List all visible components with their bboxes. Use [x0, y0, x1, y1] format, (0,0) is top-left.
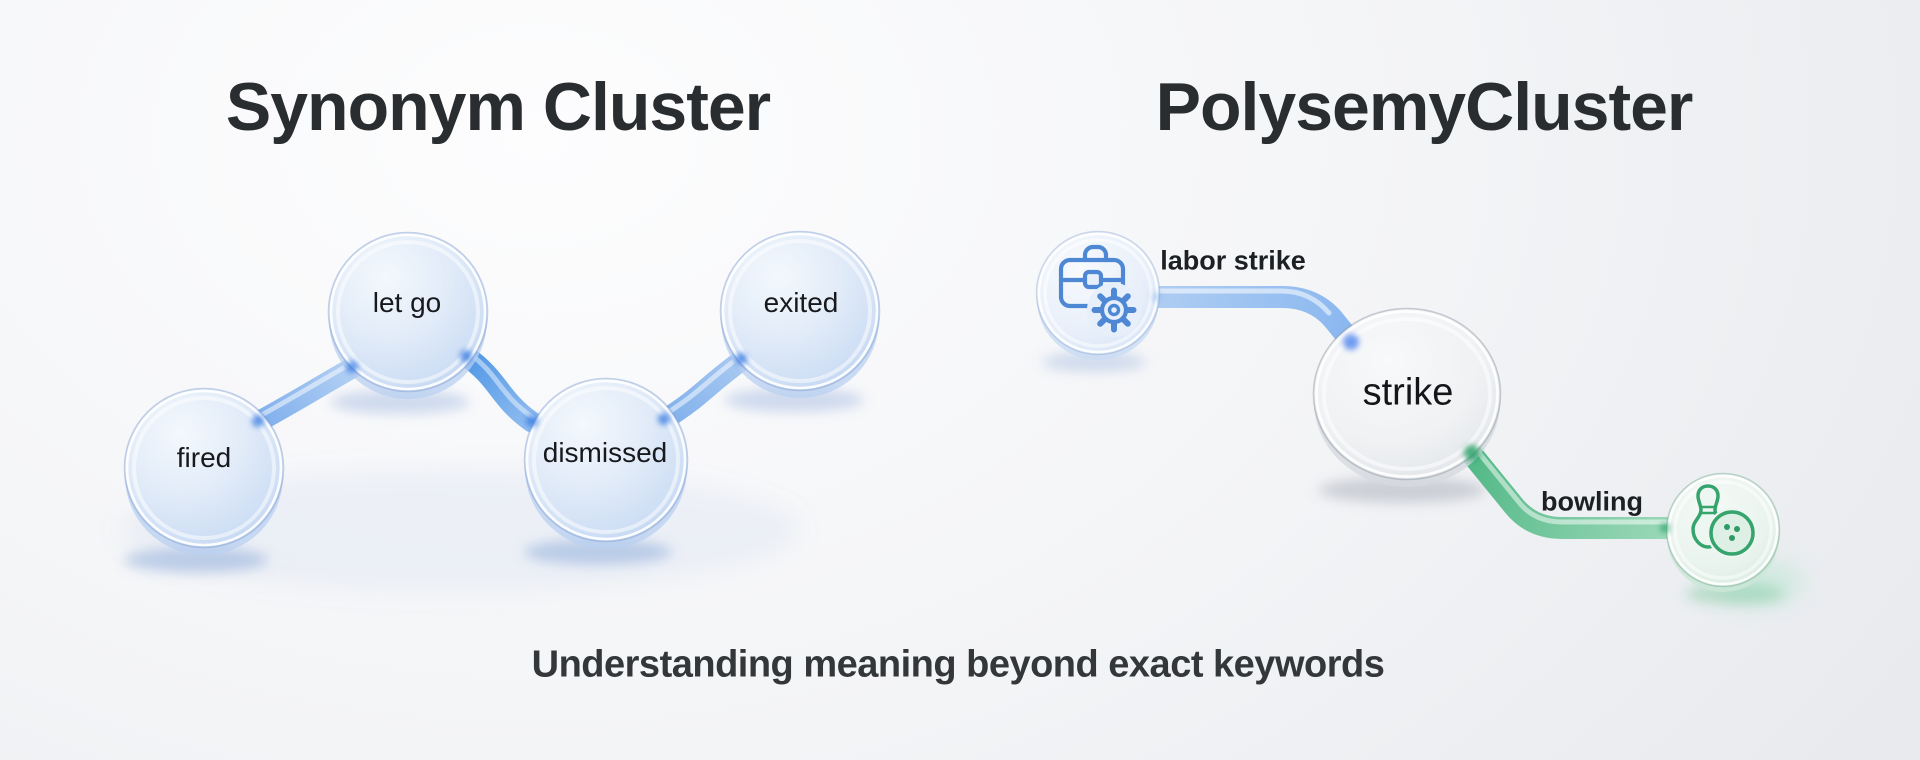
tube-letgo-dismissed [455, 345, 543, 433]
tube-highlight [463, 348, 535, 420]
tube-highlight [255, 360, 355, 420]
bubble-dismissed [523, 377, 689, 549]
bubble-strike [1312, 307, 1502, 487]
tube-briefcase-strike [1146, 286, 1361, 351]
bowling-ball [1709, 510, 1755, 556]
shadow-letgo [330, 390, 470, 414]
junction-dots [252, 292, 1670, 533]
bubble-fired [123, 387, 285, 555]
tube-highlight [661, 352, 745, 418]
shadow-dismissed [524, 539, 672, 565]
tube-highlight [1154, 288, 1332, 316]
gear-icon [1087, 283, 1141, 337]
pin-stripes [1699, 505, 1717, 515]
bubbles [123, 230, 1781, 592]
shadow-exited [724, 388, 864, 412]
briefcase-handle [1082, 244, 1109, 263]
tube-highlight [1472, 445, 1670, 525]
tubes [247, 286, 1678, 539]
tube-strike-bowling [1459, 441, 1678, 539]
shadow-strike [1318, 477, 1486, 503]
bubble-letgo [327, 231, 489, 399]
briefcase-gear-icon [1058, 244, 1141, 337]
bubble-exited [719, 230, 881, 398]
shadow-fired [124, 547, 268, 573]
shadow-briefcase [1042, 352, 1146, 372]
briefcase-clasp [1082, 269, 1104, 290]
bowling-pin-ball-icon [1691, 484, 1757, 558]
tube-dismissed-exited [653, 349, 753, 431]
tube-fired-letgo [247, 357, 363, 433]
